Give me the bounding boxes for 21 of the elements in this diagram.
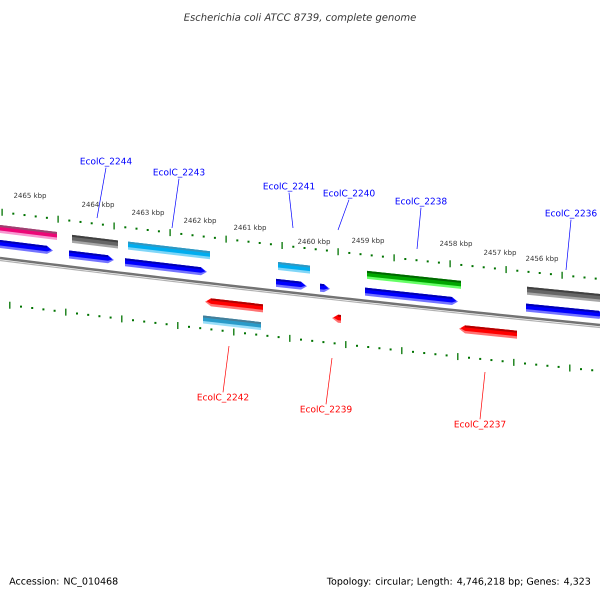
- leader-line: [566, 219, 572, 270]
- gene-label: EcolC_2237: [454, 420, 506, 430]
- gene-label: EcolC_2243: [154, 168, 204, 178]
- gene-label: EcolC_2236: [546, 210, 597, 218]
- leader-line: [416, 207, 422, 250]
- gene-label: EcolC_2244: [80, 158, 132, 166]
- gene-label: EcolC_2238: [396, 198, 447, 206]
- leader-line: [288, 192, 294, 228]
- leader-line: [338, 199, 350, 230]
- leader-line: [172, 178, 180, 228]
- gene-label: EcolC_2240: [324, 190, 375, 198]
- gene-label: EcolC_2239: [300, 406, 352, 414]
- leader-line: [480, 372, 486, 420]
- title: Escherichia coli ATCC 8739, complete genome: [184, 13, 416, 23]
- gene-label: EcolC_2241: [264, 182, 314, 192]
- gene-label: EcolC_2242: [198, 394, 248, 402]
- leader-line: [222, 346, 230, 393]
- leader-line: [326, 358, 332, 405]
- genome-info-text: Topology: circular; Length: 4,746,218 bp; Genes: 4,323: [326, 577, 590, 587]
- leader-line: [96, 167, 106, 218]
- accession-text: Accession: NC_010468: [9, 577, 118, 587]
